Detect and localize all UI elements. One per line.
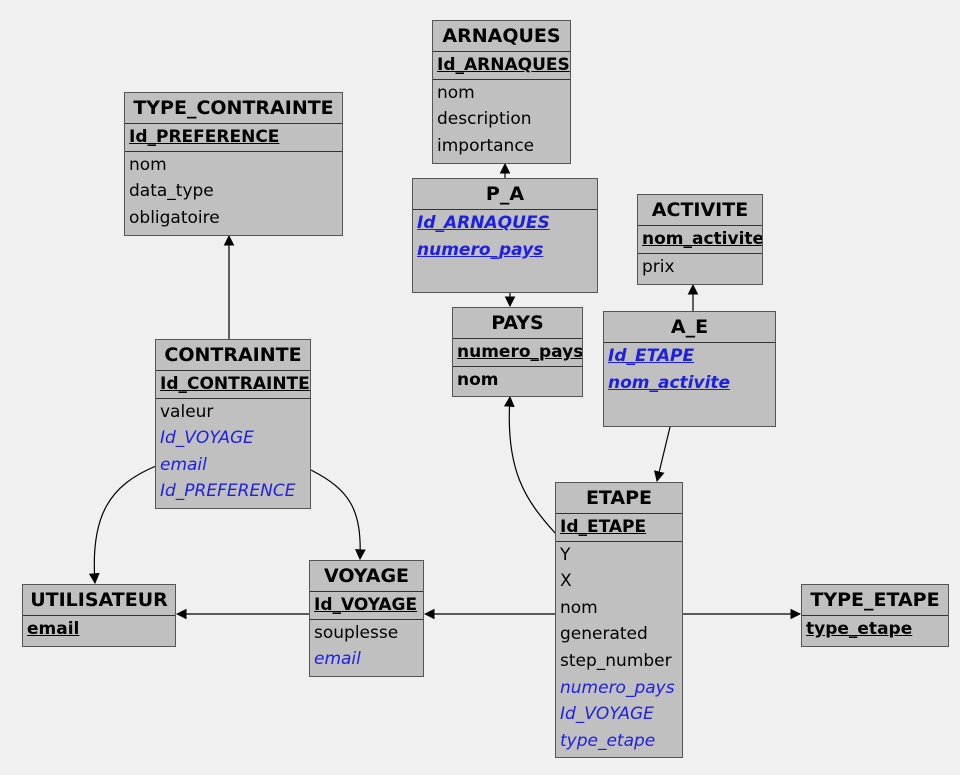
attribute-nom: nom	[129, 154, 167, 175]
attribute-importance: importance	[437, 135, 535, 156]
attribute-id-preference: Id_PREFERENCE	[125, 124, 342, 152]
attribute-nom: nom	[437, 82, 475, 103]
attribute-id-etape: Id_ETAPE	[556, 514, 682, 542]
attribute-nom: nom	[560, 597, 598, 618]
entity-utilisateur[interactable]: UTILISATEUR email	[22, 584, 176, 647]
entity-title: A_E	[604, 312, 775, 343]
attribute-type-etape: type_etape	[560, 730, 656, 751]
attribute-y: Y	[560, 544, 571, 565]
entity-title: ACTIVITE	[638, 195, 762, 226]
attribute-id-arnaques: Id_ARNAQUES	[433, 52, 570, 80]
attribute-email: email	[160, 454, 207, 475]
link-etape-pays	[503, 395, 557, 535]
attribute-numero-pays: numero_pays	[417, 239, 544, 260]
entity-title: TYPE_ETAPE	[802, 585, 948, 616]
attribute-souplesse: souplesse	[314, 622, 399, 643]
link-contrainte-voyage	[310, 469, 366, 561]
attribute-id-voyage: Id_VOYAGE	[560, 704, 654, 725]
attribute-id-etape: Id_ETAPE	[608, 346, 695, 366]
attribute-description: description	[437, 109, 532, 130]
link-contrainte-utilisateur	[88, 465, 157, 585]
attribute-id-voyage: Id_VOYAGE	[310, 592, 423, 620]
entity-p-a[interactable]: P_A Id_ARNAQUES numero_pays	[412, 178, 598, 293]
attribute-numero-pays: numero_pays	[560, 677, 675, 698]
attribute-email: email	[314, 649, 361, 670]
entity-title: ARNAQUES	[433, 21, 570, 52]
attribute-data-type: data_type	[129, 181, 214, 202]
attribute-id-voyage: Id_VOYAGE	[160, 428, 254, 449]
attribute-obligatoire: obligatoire	[129, 207, 220, 228]
entity-title: TYPE_CONTRAINTE	[125, 93, 342, 124]
entity-title: PAYS	[453, 308, 582, 339]
entity-title: UTILISATEUR	[23, 585, 175, 616]
attribute-email: email	[27, 619, 80, 639]
attribute-id-preference: Id_PREFERENCE	[160, 481, 296, 502]
entity-title: P_A	[413, 179, 597, 210]
attribute-valeur: valeur	[160, 401, 214, 422]
entity-title: ETAPE	[556, 483, 682, 514]
attribute-id-arnaques: Id_ARNAQUES	[417, 213, 550, 233]
link-ae-etape	[654, 426, 671, 483]
attribute-id-contrainte: Id_CONTRAINTE	[156, 371, 310, 399]
attribute-generated: generated	[560, 624, 648, 645]
entity-type-etape[interactable]: TYPE_ETAPE type_etape	[801, 584, 949, 647]
attribute-numero-pays: numero_pays	[453, 339, 582, 367]
attribute-x: X	[560, 571, 572, 592]
attribute-nom-activite: nom_activite	[638, 226, 762, 254]
attribute-prix: prix	[642, 256, 675, 277]
attribute-type-etape: type_etape	[806, 619, 913, 639]
attribute-nom: nom	[457, 369, 499, 390]
entity-title: VOYAGE	[310, 561, 423, 592]
entity-a-e[interactable]: A_E Id_ETAPE nom_activite	[603, 311, 776, 427]
attribute-nom-activite: nom_activite	[608, 372, 731, 393]
entity-title: CONTRAINTE	[156, 340, 310, 371]
attribute-step-number: step_number	[560, 650, 672, 671]
